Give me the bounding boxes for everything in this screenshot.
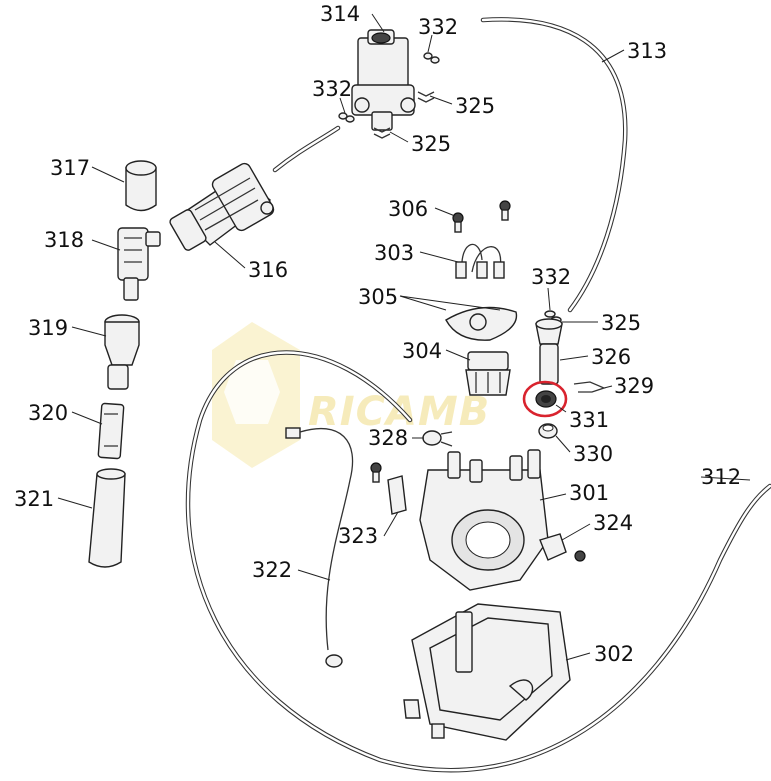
seal-330 [538,423,558,439]
leader-lines [57,13,751,661]
highlight-ring [522,380,568,418]
clamp-328 [422,430,453,447]
valve-319 [104,314,140,390]
clip-329 [573,381,606,393]
label-305: 305 [358,285,398,309]
spring-clip-320 [97,402,125,460]
tube-312 [185,350,771,773]
o-rings-332-top [338,52,440,139]
nozzle-326 [535,318,563,385]
label-303: 303 [374,241,414,265]
boiler-301 [419,449,549,591]
label-332-top: 332 [418,15,458,39]
label-321: 321 [14,487,54,511]
label-332-right: 332 [531,265,571,289]
label-323: 323 [338,524,378,548]
thermostat-304 [465,351,511,396]
pump-316 [169,162,275,251]
label-301: 301 [569,481,609,505]
label-330: 330 [573,442,613,466]
gasket-305 [445,306,518,341]
tube-313 [480,17,628,313]
label-328: 328 [368,426,408,450]
bracket-324 [539,533,586,562]
label-313: 313 [627,39,667,63]
label-320: 320 [28,401,68,425]
label-331: 331 [569,408,609,432]
bracket-323 [370,462,407,515]
label-332-left: 332 [312,77,352,101]
screws-306 [452,200,511,233]
label-322: 322 [252,558,292,582]
label-325-right: 325 [601,311,641,335]
sleeve-321 [88,468,126,568]
label-306: 306 [388,197,428,221]
seal-331 [522,380,568,418]
label-312: 312 [701,465,741,489]
watermark-text: RICAMB [308,389,490,435]
probe-cable-322 [285,427,354,668]
label-317: 317 [50,156,90,180]
label-319: 319 [28,316,68,340]
label-316: 316 [248,258,288,282]
fitting-318 [117,227,161,301]
cap-317 [125,160,157,212]
watermark-logo: RICAMB [212,322,490,468]
label-302: 302 [594,642,634,666]
label-304: 304 [402,339,442,363]
label-324: 324 [593,511,633,535]
drip-tray-302 [403,603,571,741]
wire-harness-303 [455,243,505,279]
part-labels: 314 332 313 332 325 325 317 306 318 316 … [14,2,741,666]
tube-short-top [272,125,341,173]
label-326: 326 [591,345,631,369]
label-318: 318 [44,228,84,252]
label-325-top: 325 [455,94,495,118]
label-314: 314 [320,2,360,26]
label-329: 329 [614,374,654,398]
solenoid-valve-314 [351,29,416,131]
label-325-mid: 325 [411,132,451,156]
